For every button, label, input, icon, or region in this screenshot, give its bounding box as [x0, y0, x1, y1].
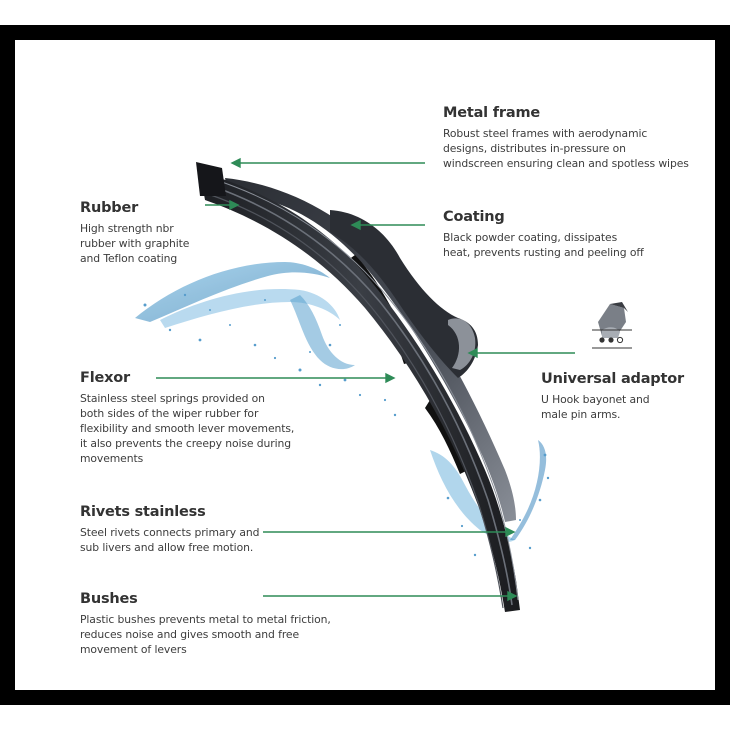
component-title: Universal adaptor: [541, 371, 684, 387]
component-description: Steel rivets connects primary and sub li…: [80, 526, 260, 554]
component-description: Black powder coating, dissipates heat, p…: [443, 231, 644, 259]
component-title: Flexor: [80, 370, 130, 386]
component-rubber: Rubber High strength nbr rubber with gra…: [80, 199, 220, 266]
component-metal-frame: Metal frame Robust steel frames with aer…: [443, 104, 713, 171]
component-universal-adaptor: Universal adaptor U Hook bayonet and mal…: [541, 370, 711, 422]
component-title: Rubber: [80, 200, 139, 216]
leader-lines: [156, 157, 575, 602]
component-title: Rivets stainless: [80, 504, 206, 520]
component-coating: Coating Black powder coating, dissipates…: [443, 208, 703, 260]
component-description: High strength nbr rubber with graphite a…: [80, 222, 190, 265]
component-flexor: Flexor Stainless steel springs provided …: [80, 369, 320, 466]
water-splash-left-icon: [135, 262, 397, 417]
component-title: Metal frame: [443, 105, 540, 121]
diagram-canvas: [15, 40, 715, 690]
component-rivets-stainless: Rivets stainless Steel rivets connects p…: [80, 503, 270, 555]
component-title: Bushes: [80, 591, 138, 607]
end-cap: [196, 162, 226, 196]
universal-adaptor-icon: [592, 302, 632, 349]
component-title: Coating: [443, 209, 505, 225]
component-description: U Hook bayonet and male pin arms.: [541, 393, 650, 421]
component-bushes: Bushes Plastic bushes prevents metal to …: [80, 590, 360, 657]
coating-adaptor-body: [330, 210, 478, 378]
component-description: Robust steel frames with aerodynamic des…: [443, 127, 689, 170]
component-description: Plastic bushes prevents metal to metal f…: [80, 613, 331, 656]
component-description: Stainless steel springs provided on both…: [80, 392, 295, 465]
